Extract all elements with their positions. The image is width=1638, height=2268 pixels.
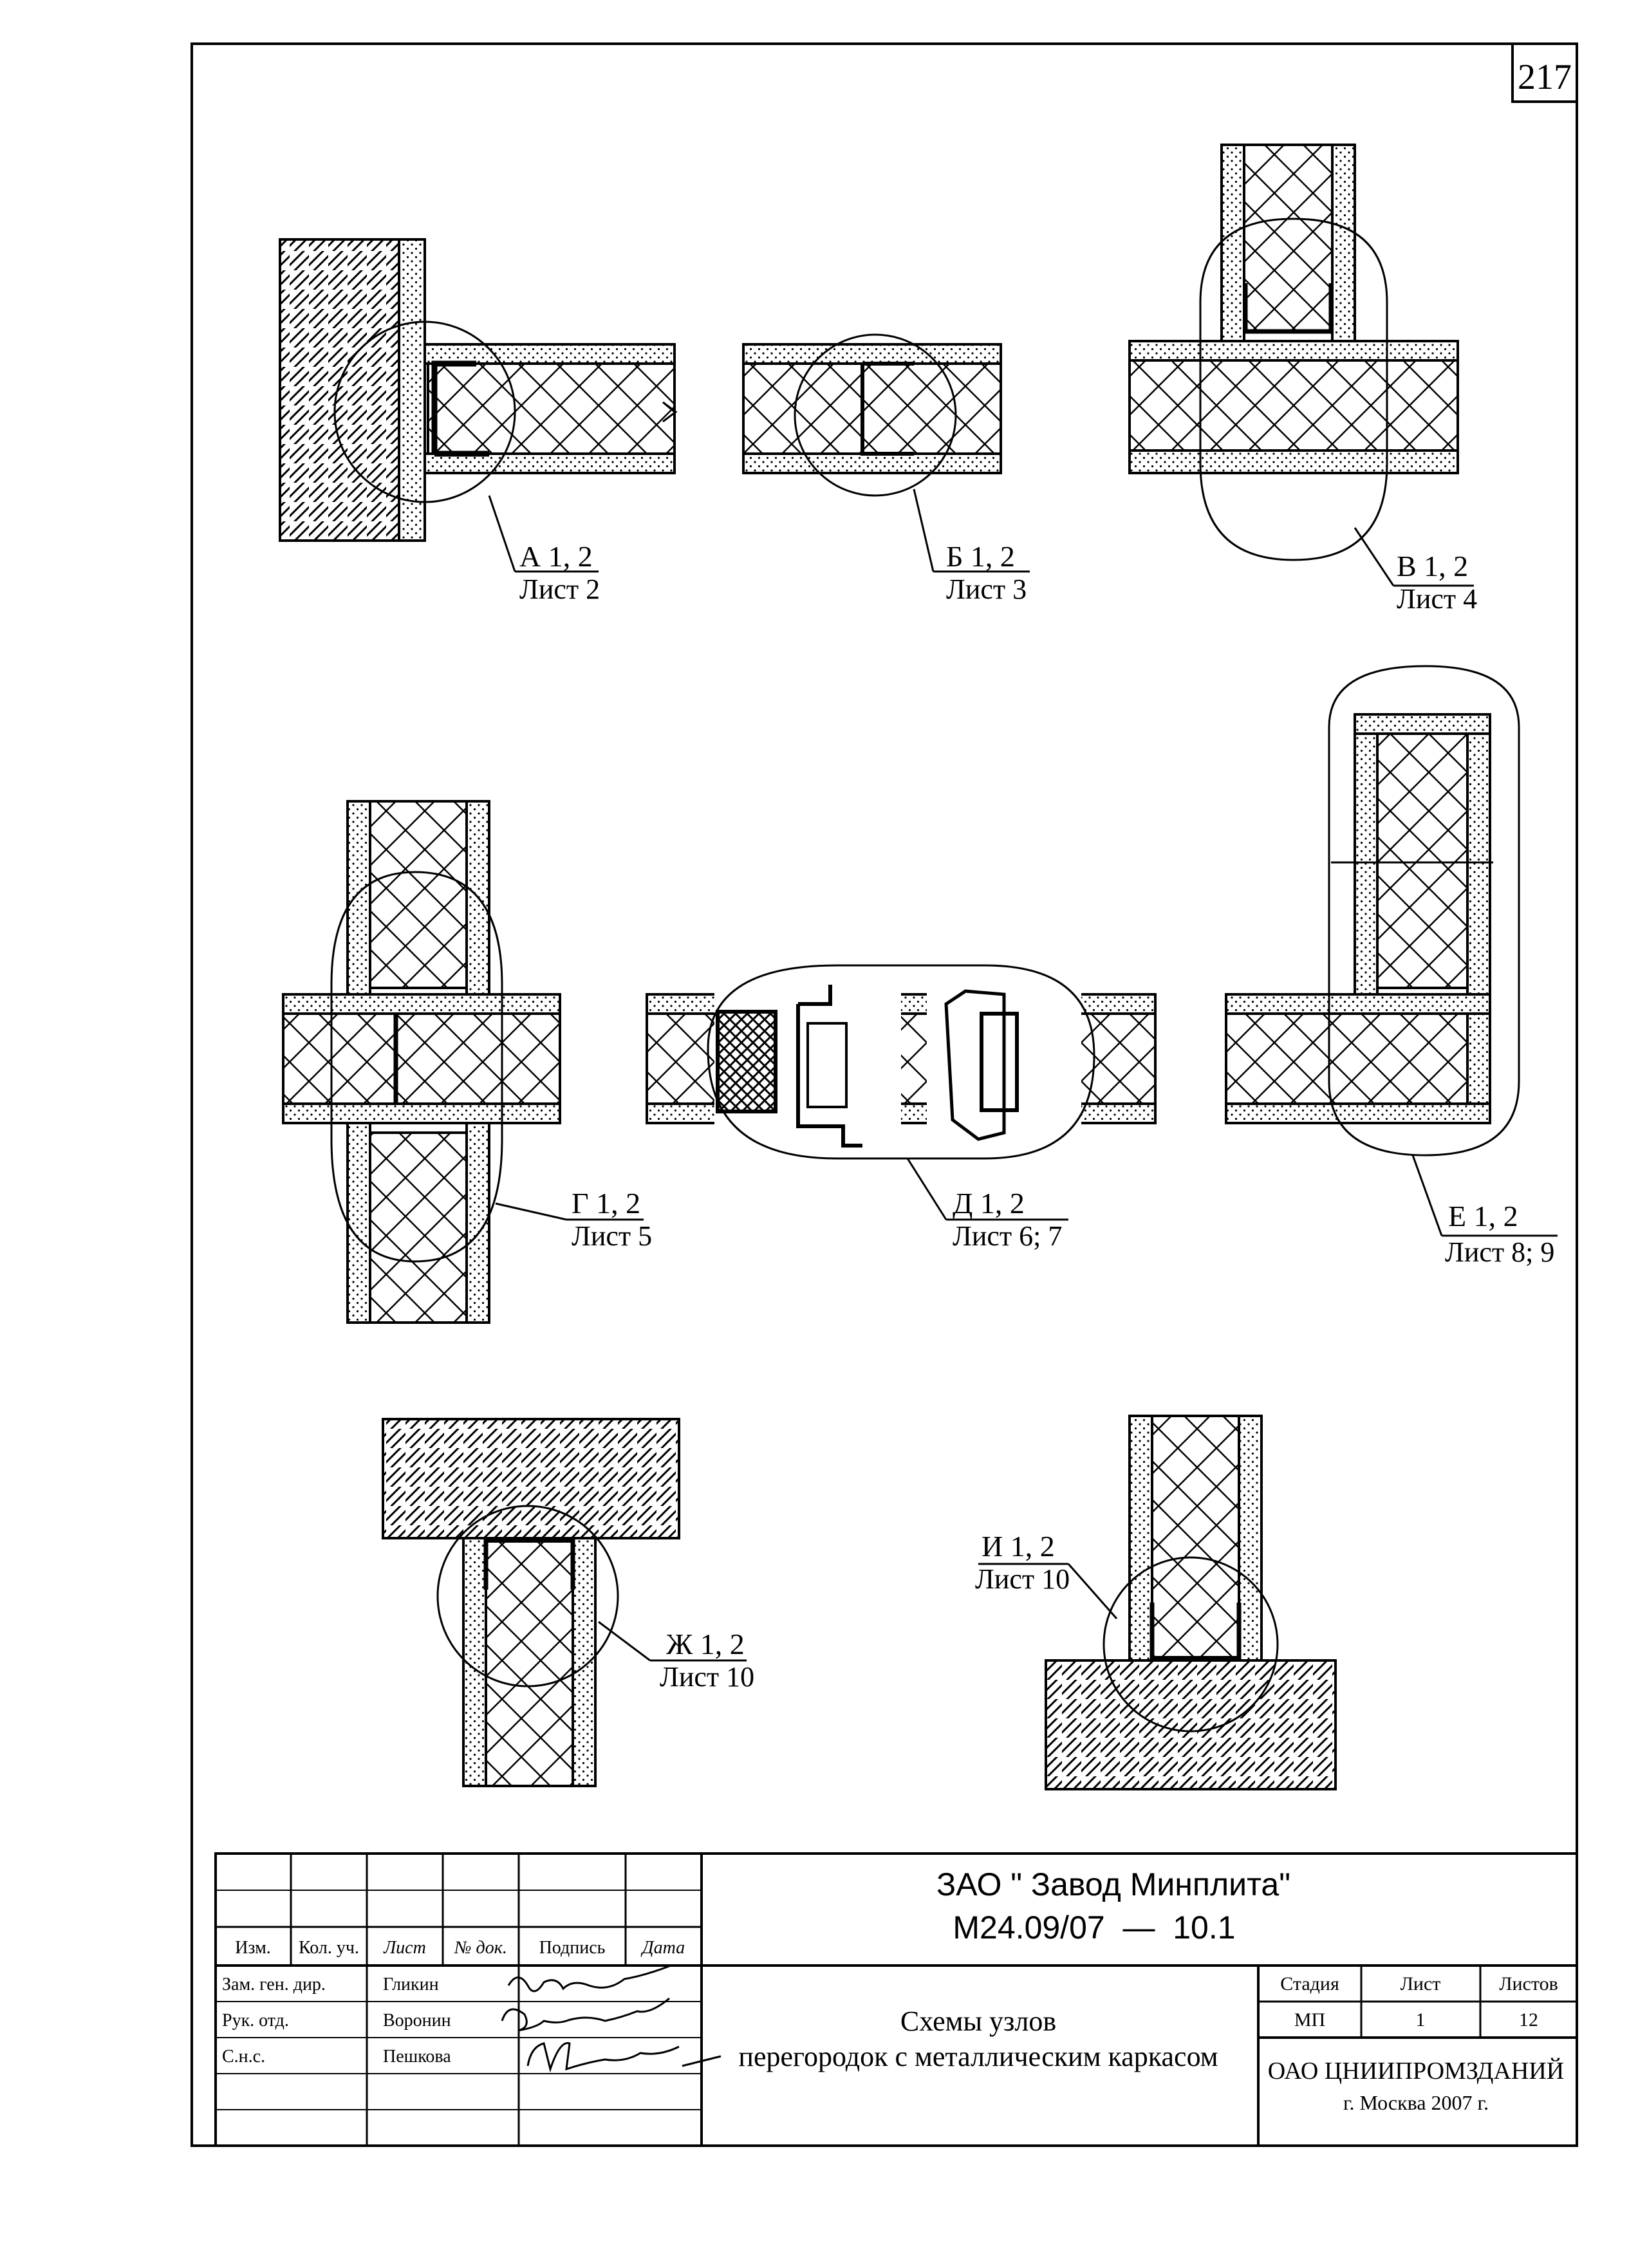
sheets-header: Листов [1499, 1973, 1558, 1994]
stage-value: МП [1294, 2009, 1325, 2031]
person-name-2: Воронин [383, 2011, 451, 2031]
node-zh-diagram [382, 1418, 747, 1787]
node-i-code: И 1, 2 [982, 1530, 1055, 1563]
node-b-code: Б 1, 2 [946, 540, 1015, 573]
drawing-title-line1: Схемы узлов [900, 2005, 1056, 2037]
node-v-sheet: Лист 4 [1397, 583, 1477, 615]
header-kol-uch: Кол. уч. [299, 1938, 359, 1958]
header-list: Лист [383, 1938, 426, 1958]
company-name: ЗАО " Завод Минплита" [936, 1866, 1290, 1902]
sheet-value: 1 [1416, 2009, 1426, 2031]
node-a-code: А 1, 2 [519, 540, 593, 573]
node-b-sheet: Лист 3 [946, 573, 1027, 605]
header-doc-no: № док. [454, 1938, 507, 1958]
person-role-3: С.н.с. [222, 2047, 265, 2067]
node-e-code: Е 1, 2 [1448, 1200, 1518, 1232]
header-izm: Изм. [235, 1938, 271, 1958]
node-i-diagram [978, 1415, 1337, 1790]
page-number: 217 [1518, 57, 1572, 97]
document-code: М24.09/07 — 10.1 [953, 1910, 1235, 1946]
node-a-sheet: Лист 2 [519, 573, 600, 605]
node-v-code: В 1, 2 [1397, 550, 1468, 582]
page-number-box [1511, 42, 1578, 103]
node-i-sheet: Лист 10 [975, 1563, 1070, 1595]
node-e-diagram [1225, 665, 1558, 1237]
drawing-title-line2: перегородок с металлическим каркасом [738, 2041, 1218, 2072]
sheet-header: Лист [1401, 1973, 1441, 1994]
person-name-3: Пешкова [383, 2047, 451, 2067]
node-g-sheet: Лист 5 [572, 1220, 652, 1252]
person-name-1: Гликин [383, 1975, 439, 1994]
node-b-diagram [742, 333, 1030, 573]
organization-name: ОАО ЦНИИПРОМЗДАНИЙ [1268, 2058, 1565, 2085]
node-zh-code: Ж 1, 2 [666, 1628, 745, 1660]
node-d-code: Д 1, 2 [953, 1187, 1025, 1220]
header-signature: Подпись [539, 1938, 606, 1958]
person-role-1: Зам. ген. дир. [222, 1975, 326, 1994]
node-a-diagram [279, 238, 678, 573]
stage-header: Стадия [1280, 1973, 1339, 1994]
organization-city-year: г. Москва 2007 г. [1343, 2091, 1489, 2114]
node-g-code: Г 1, 2 [572, 1187, 640, 1220]
node-d-diagram [646, 964, 1157, 1221]
signatures [501, 1965, 721, 2073]
header-date: Дата [640, 1938, 685, 1958]
node-g-diagram [282, 800, 644, 1324]
node-d-sheet: Лист 6; 7 [953, 1220, 1062, 1252]
sheets-value: 12 [1519, 2009, 1538, 2031]
node-e-sheet: Лист 8; 9 [1445, 1236, 1554, 1268]
title-block-grid [214, 1852, 1578, 2147]
person-role-2: Рук. отд. [222, 2011, 289, 2031]
node-zh-sheet: Лист 10 [660, 1661, 754, 1693]
node-v-diagram [1128, 144, 1474, 587]
